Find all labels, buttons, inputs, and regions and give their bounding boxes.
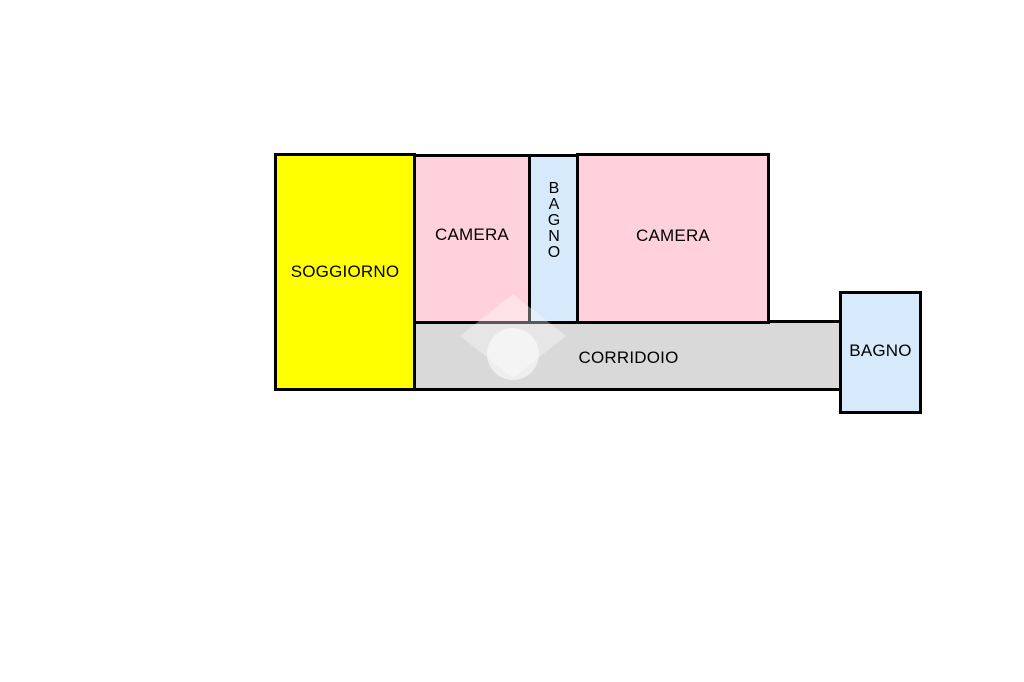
label-letter: A — [548, 196, 560, 213]
room-label-bagno-2: BAGNO — [849, 340, 912, 360]
room-soggiorno: SOGGIORNO — [274, 153, 416, 391]
room-camera-2: CAMERA — [576, 153, 770, 324]
room-label-corridoio: CORRIDOIO — [578, 347, 679, 367]
label-letter: B — [548, 180, 560, 197]
room-label-camera-1: CAMERA — [435, 225, 509, 244]
room-label-bagno-1: B A G N O — [548, 181, 560, 261]
label-letter: O — [547, 244, 561, 261]
room-label-camera-2: CAMERA — [636, 225, 710, 245]
room-bagno-2: BAGNO — [839, 291, 922, 414]
room-corridoio: CORRIDOIO — [413, 320, 844, 391]
room-camera-1: CAMERA — [413, 154, 531, 324]
room-bagno-1: B A G N O — [528, 154, 580, 324]
label-letter: N — [548, 228, 560, 245]
room-label-soggiorno: SOGGIORNO — [290, 262, 400, 281]
label-letter: G — [547, 212, 561, 229]
